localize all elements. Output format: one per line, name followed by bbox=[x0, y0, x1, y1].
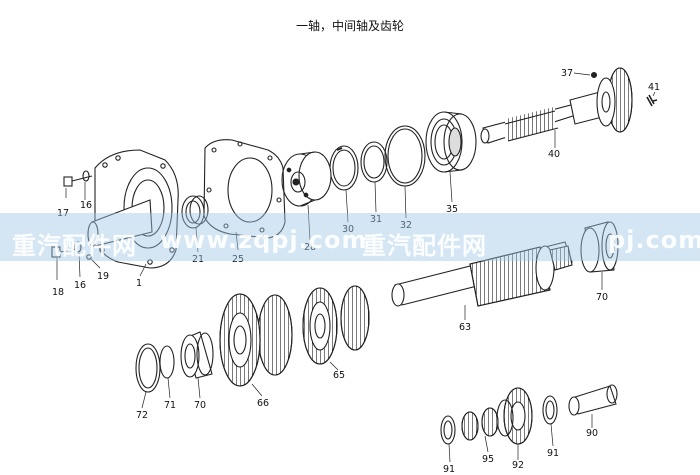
part-95-needle-bearings bbox=[461, 407, 499, 441]
watermark-brand-left: 重汽配件网 bbox=[12, 232, 137, 260]
label-19: 19 bbox=[97, 271, 109, 282]
part-18-bolt bbox=[51, 246, 77, 258]
part-92-gear bbox=[496, 387, 533, 445]
label-95: 95 bbox=[482, 454, 494, 465]
part-21-seal bbox=[181, 195, 209, 229]
part-25-gasket bbox=[203, 139, 286, 239]
label-37: 37 bbox=[561, 68, 573, 79]
part-66-gear-pair bbox=[219, 293, 293, 387]
label-70-upper: 70 bbox=[596, 292, 608, 303]
watermark-brand-right: 重汽配件网 bbox=[362, 232, 487, 260]
label-1: 1 bbox=[136, 278, 142, 289]
label-90: 90 bbox=[586, 428, 598, 439]
label-16-lower: 16 bbox=[74, 280, 86, 291]
part-91-ring-left bbox=[440, 415, 456, 445]
label-31: 31 bbox=[370, 214, 382, 225]
label-71: 71 bbox=[164, 400, 176, 411]
leader-lines bbox=[56, 91, 656, 463]
watermark-domain-right: pj.com bbox=[608, 226, 700, 254]
part-labels: 17 16 18 16 19 1 21 25 28 30 31 32 35 37… bbox=[52, 68, 660, 475]
label-92: 92 bbox=[512, 460, 524, 471]
part-40-input-shaft bbox=[480, 67, 658, 144]
part-19-pin bbox=[86, 254, 92, 260]
label-32: 32 bbox=[400, 220, 412, 231]
label-63: 63 bbox=[459, 322, 471, 333]
label-30: 30 bbox=[342, 224, 354, 235]
part-16-washer-lower bbox=[74, 241, 82, 253]
part-71-snap-ring bbox=[159, 345, 175, 379]
label-35: 35 bbox=[446, 204, 458, 215]
part-35-bearing bbox=[425, 111, 477, 173]
label-28: 28 bbox=[304, 242, 316, 253]
label-18: 18 bbox=[52, 287, 64, 298]
label-17: 17 bbox=[57, 208, 69, 219]
label-41: 41 bbox=[648, 82, 660, 93]
watermark-band bbox=[0, 213, 700, 261]
part-65-gear-pair bbox=[302, 285, 370, 365]
part-91-ring-right bbox=[542, 395, 558, 425]
part-1-front-cover bbox=[87, 149, 179, 269]
label-91-left: 91 bbox=[443, 464, 455, 475]
label-16-upper: 16 bbox=[80, 200, 92, 211]
watermark-domain-left: www.zqpj.com bbox=[160, 226, 368, 254]
label-91-right: 91 bbox=[547, 448, 559, 459]
diagram-title: 一轴，中间轴及齿轮 bbox=[295, 19, 404, 33]
label-21: 21 bbox=[192, 254, 204, 265]
part-28-bearing-cover bbox=[281, 151, 332, 207]
part-16-washer-upper bbox=[82, 170, 90, 182]
part-70-bearing-lower bbox=[180, 331, 214, 379]
part-90-shaft bbox=[568, 384, 618, 416]
part-32-ring bbox=[384, 125, 426, 187]
label-65: 65 bbox=[333, 370, 345, 381]
label-66: 66 bbox=[257, 398, 269, 409]
part-17-bolt bbox=[63, 175, 93, 187]
label-25: 25 bbox=[232, 254, 244, 265]
label-72: 72 bbox=[136, 410, 148, 421]
label-70-lower: 70 bbox=[194, 400, 206, 411]
part-31-ring bbox=[360, 141, 388, 183]
part-72-ring bbox=[135, 343, 161, 393]
label-40: 40 bbox=[548, 149, 560, 160]
part-63-countershaft bbox=[391, 241, 573, 307]
part-30-ring bbox=[329, 145, 359, 191]
part-70-bearing-upper bbox=[580, 221, 619, 273]
